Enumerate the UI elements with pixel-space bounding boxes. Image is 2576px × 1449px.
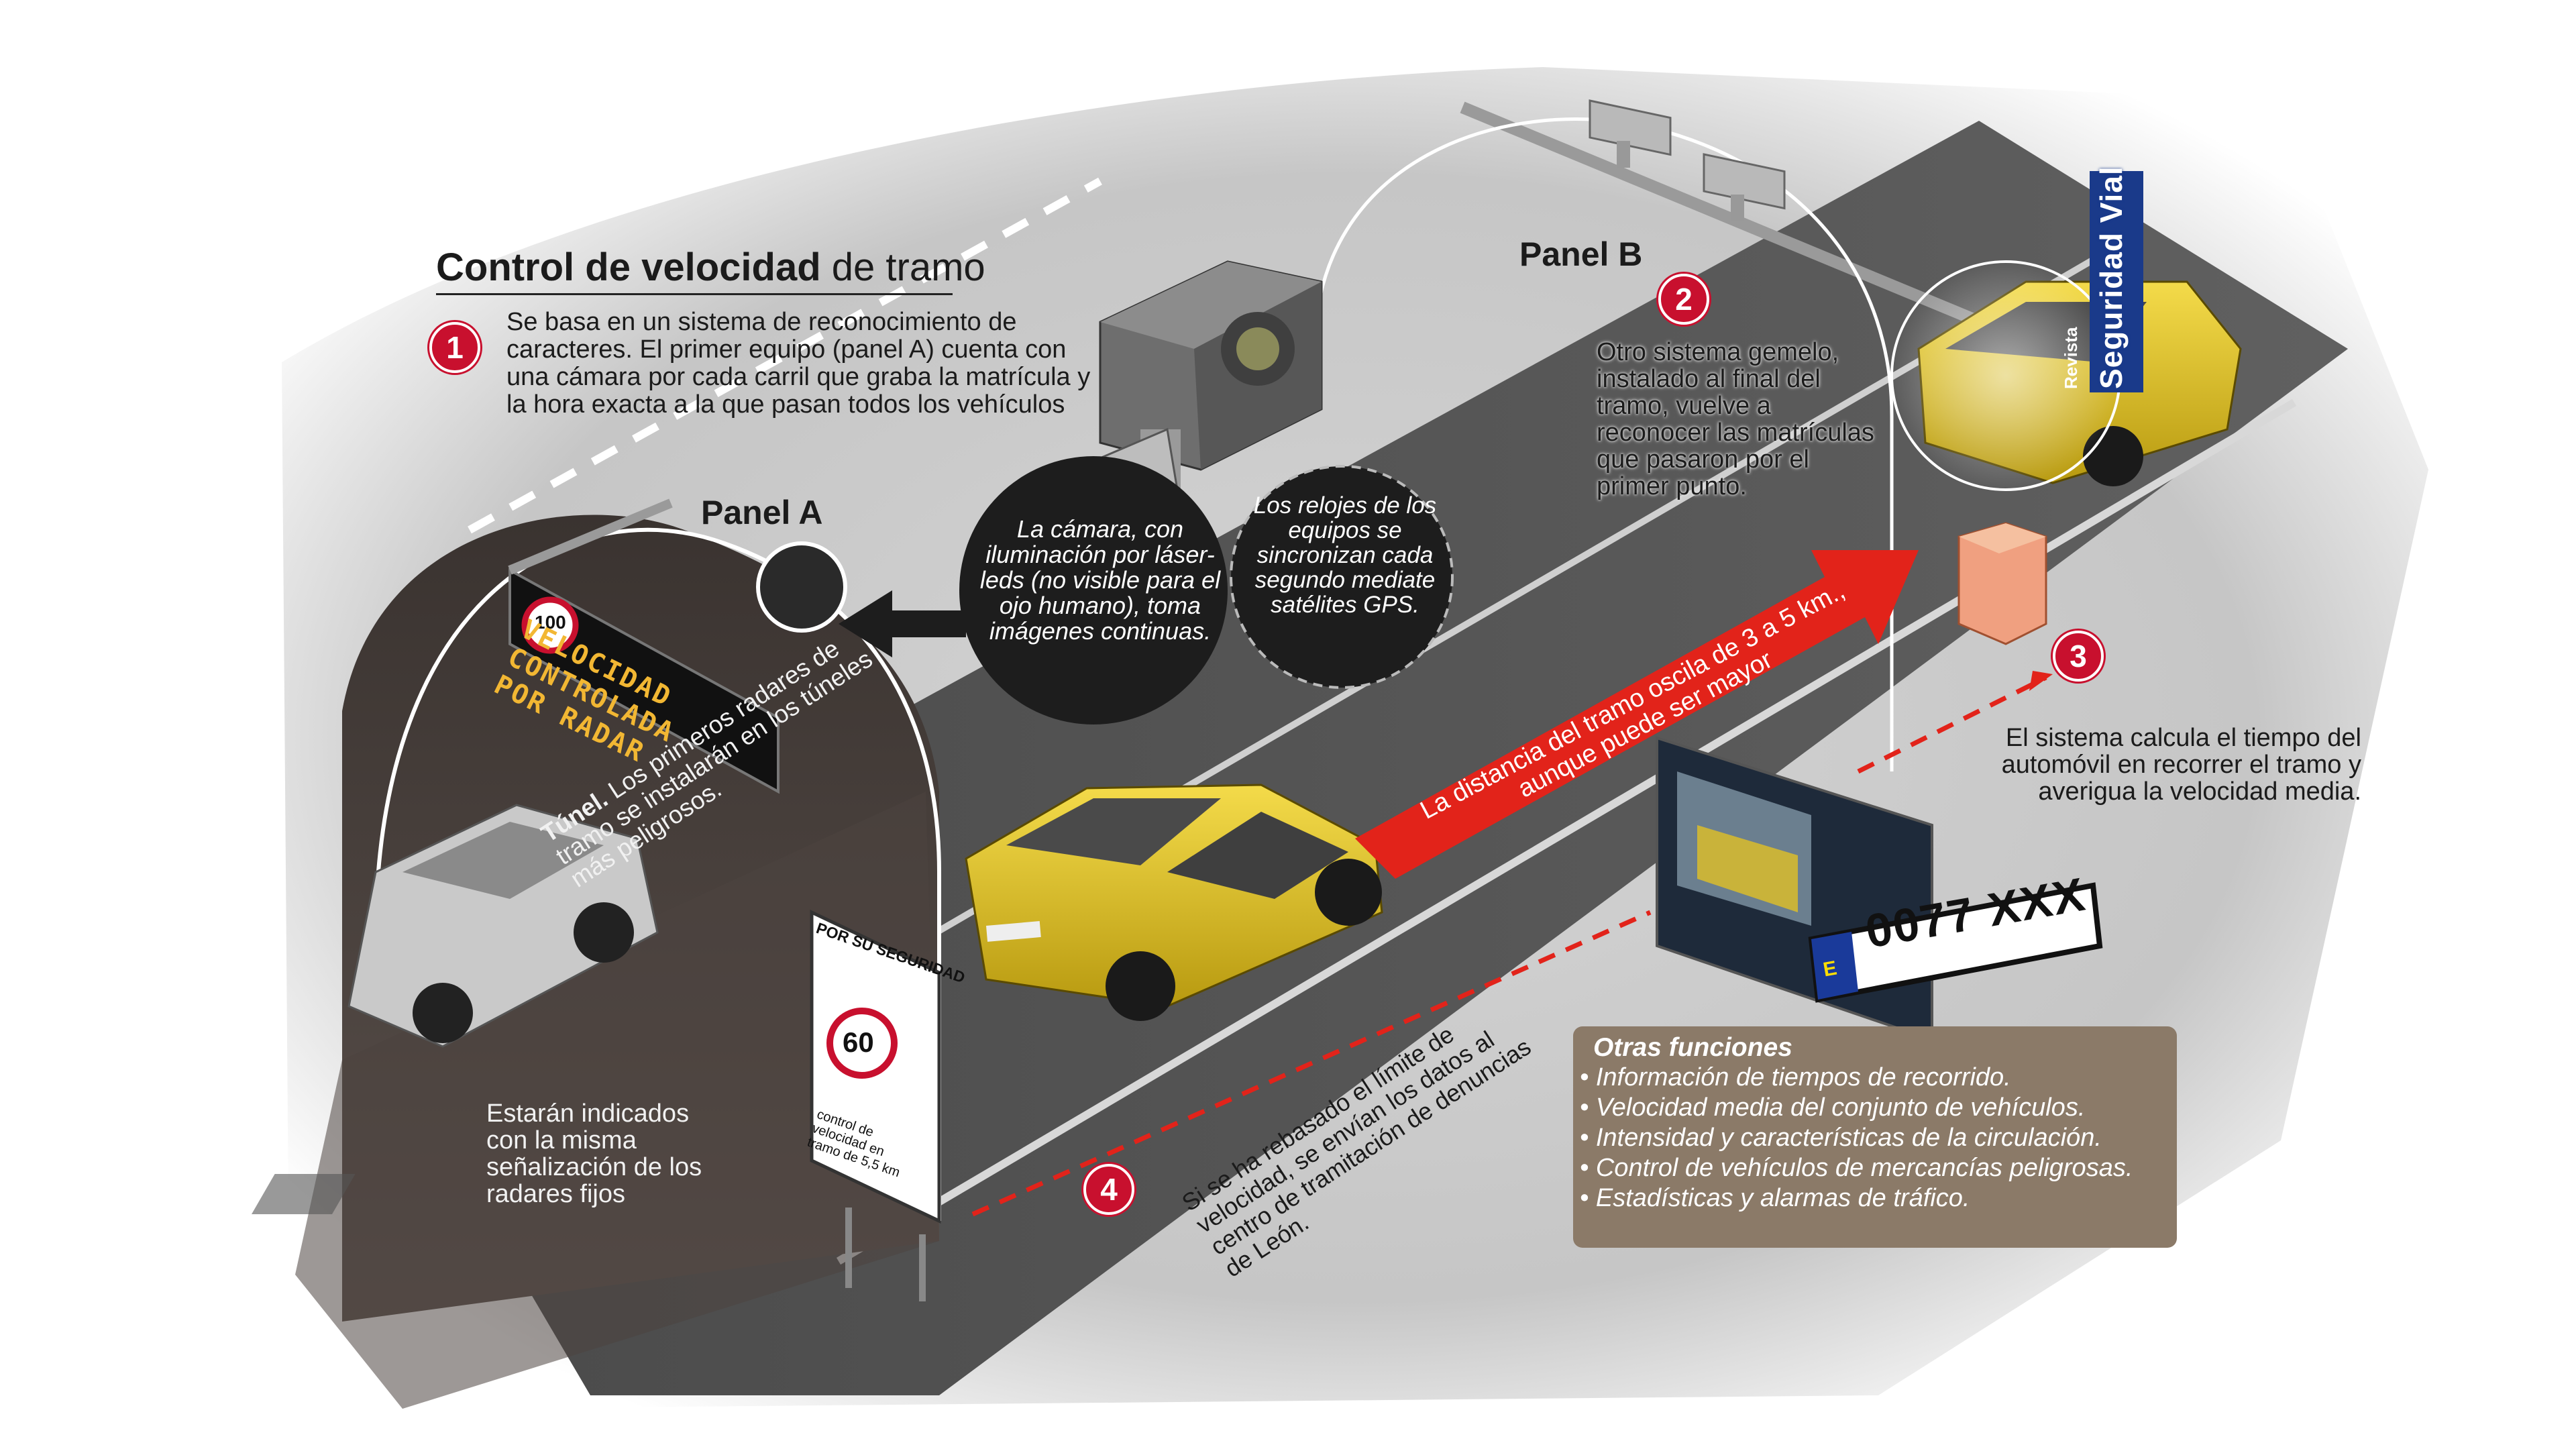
tunnel-floor	[295, 792, 939, 1409]
otras-funciones-box	[1573, 1026, 2177, 1248]
flow-dashed-line	[971, 675, 2047, 1217]
otras-funciones-item: • Estadísticas y alarmas de tráfico.	[1580, 1184, 1970, 1212]
road-edge-line	[836, 398, 2297, 1265]
title-light: de tramo	[831, 246, 985, 289]
flow-arrow-head	[2029, 671, 2053, 691]
title-underline	[436, 293, 953, 295]
brand-small: Revista	[2061, 327, 2081, 390]
step1-text: Se basa en un sistema de reconocimiento …	[506, 308, 1091, 419]
step4-number-badge: 4	[1083, 1164, 1134, 1215]
otras-funciones-item: • Intensidad y características de la cir…	[1580, 1124, 2102, 1152]
camera-closeup-icon	[1072, 260, 1323, 538]
signage-note: Estarán indicados con la misma señalizac…	[486, 1099, 702, 1208]
otras-funciones-item: • Control de vehículos de mercancías pel…	[1580, 1154, 2133, 1182]
clock-note-circle	[1230, 465, 1454, 689]
camera-b2-icon	[1703, 153, 1786, 221]
tunnel-arch	[374, 527, 941, 1221]
step4-pad	[251, 1174, 356, 1214]
camera-note-circle	[959, 456, 1228, 724]
road-sign	[810, 910, 941, 1301]
panel-a-camera-zoom	[756, 541, 847, 633]
equipment-box	[1957, 522, 2047, 645]
diagram-title: Control de velocidad de tramo	[436, 245, 985, 290]
step2-text: Otro sistema gemelo, instalado al final …	[1597, 338, 1874, 500]
step2-number-badge: 2	[1658, 274, 1709, 325]
grey-car	[347, 804, 659, 1048]
panel-b-label: Panel B	[1519, 235, 1643, 273]
brand-badge	[2090, 171, 2143, 392]
vms-limit: 100	[535, 612, 566, 633]
camera-b1-icon	[1589, 99, 1672, 168]
otras-funciones-title: Otras funciones	[1593, 1033, 1792, 1062]
yellow-car-main	[965, 784, 1383, 1021]
step3-number-badge: 3	[2053, 631, 2104, 682]
title-bold: Control de velocidad	[436, 246, 821, 289]
road-sign-limit: 60	[843, 1026, 874, 1058]
camera-note: La cámara, con iluminación por láser-led…	[979, 515, 1221, 645]
step3-text: El sistema calcula el tiempo del automóv…	[2001, 724, 2361, 806]
car-zoom-circle	[1890, 260, 2121, 491]
clock-note: Los relojes de los equipos se sincroniza…	[1253, 492, 1437, 618]
arrow-to-panel-a	[839, 590, 966, 657]
step1-number-badge: 1	[429, 322, 480, 373]
distance-arrow	[1355, 550, 1919, 879]
license-plate	[1808, 882, 2103, 1003]
otras-funciones-item: • Velocidad media del conjunto de vehícu…	[1580, 1093, 2086, 1122]
otras-funciones-item: • Información de tiempos de recorrido.	[1580, 1063, 2011, 1091]
otras-funciones-list: • Información de tiempos de recorrido. •…	[1580, 1063, 2170, 1214]
dashed-edge	[468, 177, 1102, 534]
vms-sign	[508, 568, 780, 794]
panel-a-label: Panel A	[701, 494, 823, 531]
gantry-a	[508, 498, 673, 575]
brand-large: Seguridad Vial	[2094, 166, 2129, 389]
